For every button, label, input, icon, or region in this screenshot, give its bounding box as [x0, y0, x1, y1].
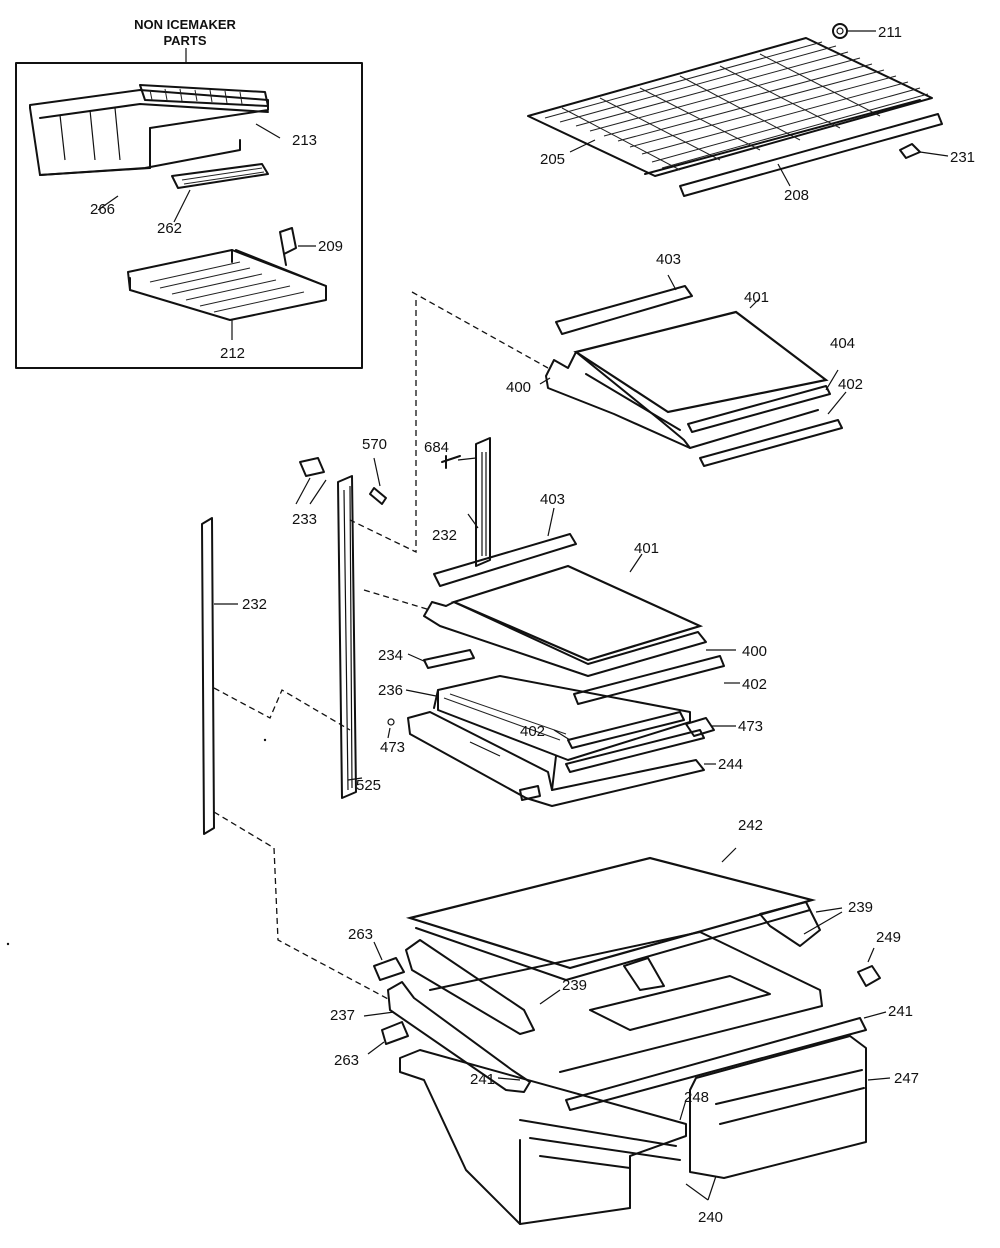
part-231-clip — [899, 143, 921, 159]
part-232-rail-center — [475, 437, 491, 567]
part-233-rail-bracket — [299, 457, 357, 799]
part-400-upper — [545, 351, 691, 449]
label-684: 684 — [424, 439, 449, 456]
part-402-middle — [573, 655, 725, 705]
part-209-clip — [279, 227, 297, 266]
inset-title-line2: PARTS — [163, 33, 206, 48]
middle-glass-shelf — [423, 533, 725, 705]
part-232-rail-left — [201, 517, 215, 835]
part-570-screw — [369, 487, 387, 505]
part-247-drawer — [689, 1035, 867, 1179]
label-241-right: 241 — [888, 1003, 913, 1020]
part-213-tray — [139, 84, 269, 107]
label-232-center: 232 — [432, 527, 457, 544]
part-263-lower — [381, 1021, 409, 1045]
crisper-assembly — [373, 856, 881, 1225]
part-400-middle — [423, 601, 707, 677]
part-234-strip — [423, 649, 475, 669]
label-242: 242 — [738, 817, 763, 834]
label-241-left: 241 — [470, 1071, 495, 1088]
label-266: 266 — [90, 201, 115, 218]
label-239-left: 239 — [562, 977, 587, 994]
label-239-right: 239 — [848, 899, 873, 916]
upper-glass-shelf — [545, 285, 843, 467]
part-403-upper — [555, 285, 693, 335]
part-239-left — [405, 939, 535, 1035]
label-402-upper: 402 — [838, 376, 863, 393]
part-262-rail — [171, 163, 269, 189]
part-244-frame — [407, 711, 705, 807]
label-570: 570 — [362, 436, 387, 453]
inset-title-line1: NON ICEMAKER — [134, 17, 236, 32]
part-208-rail — [644, 99, 943, 197]
label-236: 236 — [378, 682, 403, 699]
label-233: 233 — [292, 511, 317, 528]
label-473-right: 473 — [738, 718, 763, 735]
part-684-screw — [441, 455, 461, 469]
label-400-upper: 400 — [506, 379, 531, 396]
label-240: 240 — [698, 1209, 723, 1226]
label-237: 237 — [330, 1007, 355, 1024]
label-249: 249 — [876, 929, 901, 946]
part-263-upper — [373, 957, 405, 981]
label-262: 262 — [157, 220, 182, 237]
label-473-left: 473 — [380, 739, 405, 756]
label-263-lower: 263 — [334, 1052, 359, 1069]
part-239-right — [759, 901, 821, 947]
inset-non-icemaker-parts: NON ICEMAKER PARTS — [15, 17, 363, 369]
part-402-upper — [699, 419, 843, 467]
part-403-middle — [433, 533, 577, 587]
part-404 — [687, 385, 831, 433]
label-402-middle: 402 — [742, 676, 767, 693]
part-401-upper — [573, 310, 829, 414]
part-266-pan — [29, 89, 269, 176]
part-205-wire-shelf — [527, 37, 933, 177]
part-242-glass-cover — [405, 856, 817, 970]
label-400-middle: 400 — [742, 643, 767, 660]
label-213: 213 — [292, 132, 317, 149]
label-403-upper: 403 — [656, 251, 681, 268]
label-234: 234 — [378, 647, 403, 664]
label-208: 208 — [784, 187, 809, 204]
label-403-middle: 403 — [540, 491, 565, 508]
label-244: 244 — [718, 756, 743, 773]
part-401-middle — [450, 564, 704, 662]
part-212-frame — [127, 249, 327, 321]
part-473-right — [685, 717, 715, 737]
part-211-cap — [832, 23, 848, 39]
part-241-rail-right — [565, 1017, 867, 1111]
part-249-clip — [857, 965, 881, 987]
label-402-lower: 402 — [520, 723, 545, 740]
part-237-frame — [387, 981, 531, 1093]
label-247: 247 — [894, 1070, 919, 1087]
label-232-left: 232 — [242, 596, 267, 613]
inset-border — [15, 62, 363, 369]
label-263-upper: 263 — [348, 926, 373, 943]
label-525: 525 — [356, 777, 381, 794]
part-248-drawer — [399, 1049, 687, 1225]
label-401-upper: 401 — [744, 289, 769, 306]
label-231: 231 — [950, 149, 975, 166]
part-402-lower — [567, 711, 685, 749]
label-248: 248 — [684, 1089, 709, 1106]
label-401-middle: 401 — [634, 540, 659, 557]
label-211: 211 — [878, 24, 902, 41]
label-404: 404 — [830, 335, 855, 352]
snack-pan-assembly — [387, 649, 715, 807]
part-473-left — [387, 718, 395, 726]
label-209: 209 — [318, 238, 343, 255]
label-205: 205 — [540, 151, 565, 168]
label-212: 212 — [220, 345, 245, 362]
